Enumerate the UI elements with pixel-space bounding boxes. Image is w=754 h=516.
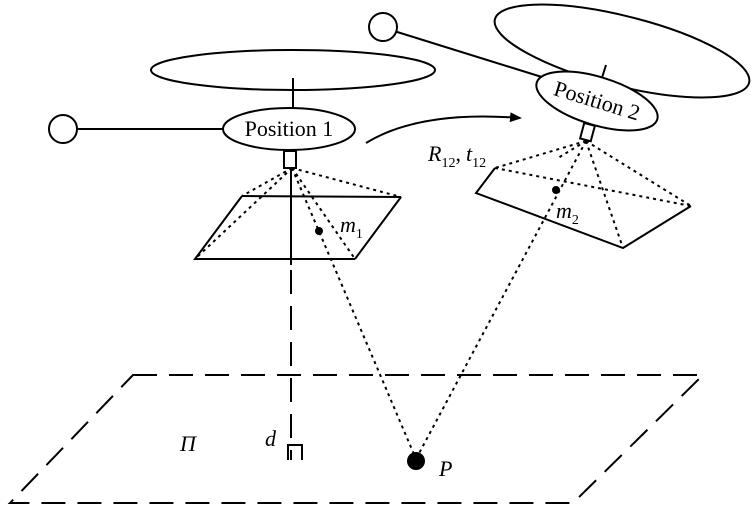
- point-P-label: P: [438, 456, 452, 481]
- m2-subscript: 2: [572, 213, 579, 228]
- ground-plane: [7, 374, 706, 504]
- m1-symbol: m: [340, 212, 356, 237]
- frustum-ray-1d: [291, 167, 356, 260]
- frustum-ray-2e: [557, 140, 587, 159]
- camera-2: [578, 121, 597, 143]
- image-point-m2: [552, 186, 560, 194]
- frustum-ray-2b: [585, 140, 692, 207]
- frustum-ray-1a: [194, 167, 293, 260]
- plane-label: Π: [179, 431, 197, 456]
- m2-label: m2: [556, 198, 579, 228]
- position-1-label: Position 1: [245, 116, 334, 141]
- frustum-ray-2d: [494, 167, 692, 207]
- tail-rotor-1: [48, 114, 78, 144]
- image-plane-2-edges: [474, 167, 692, 250]
- frustum-ray-2a: [494, 140, 587, 169]
- image-point-m1: [315, 227, 323, 235]
- tail-boom-2: [393, 30, 546, 79]
- frustum-ray-1c: [241, 167, 293, 197]
- m1-subscript: 1: [356, 227, 363, 242]
- m2-symbol: m: [556, 198, 572, 223]
- world-point-P: [407, 452, 425, 470]
- tail-rotor-2: [368, 12, 398, 42]
- helicopter-position-2: [368, 3, 751, 143]
- image-plane-1-back-edge: [241, 195, 402, 198]
- m1-label: m1: [340, 212, 363, 242]
- rotation-symbol: R: [427, 141, 442, 166]
- motion-arrow: [365, 112, 522, 144]
- frustum-ray-2c: [585, 140, 624, 249]
- image-plane-1-left-edge: [193, 195, 355, 260]
- camera-1: [283, 150, 297, 169]
- translation-symbol: t: [466, 141, 473, 166]
- helicopter-position-1: [48, 49, 436, 169]
- distance-label: d: [265, 426, 277, 451]
- rotation-subscript: 12: [441, 156, 455, 171]
- ray-camera2-to-P: [415, 140, 587, 460]
- image-plane-1-right-edge: [354, 196, 402, 260]
- motion-label: R12,t12: [427, 141, 486, 171]
- right-angle-marker: [287, 444, 303, 460]
- frustum-ray-1b: [291, 167, 402, 198]
- translation-subscript: 12: [472, 156, 486, 171]
- motion-separator: ,: [455, 141, 461, 166]
